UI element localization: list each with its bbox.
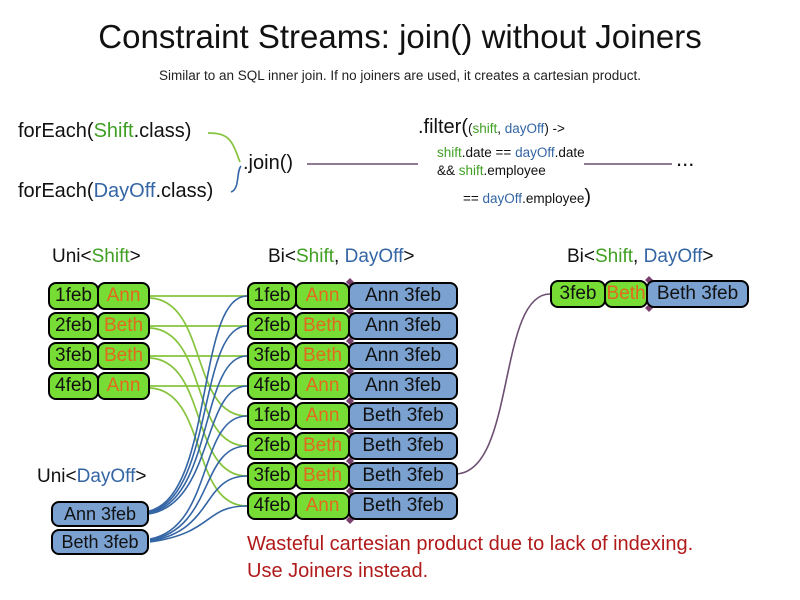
shift-employee: Beth bbox=[295, 312, 350, 340]
shift-date: 4feb bbox=[247, 372, 297, 400]
shift-employee: Beth bbox=[604, 280, 648, 308]
join-code: .join() bbox=[243, 152, 294, 174]
shift-date: 3feb bbox=[48, 342, 99, 370]
dayoff-cell: Ann 3feb bbox=[348, 282, 458, 310]
wire-ann-bi1 bbox=[148, 295, 248, 512]
dayoff-cell: Beth 3feb bbox=[348, 492, 458, 520]
shift-date: 4feb bbox=[247, 492, 297, 520]
header-bi-right: Bi<Shift, DayOff> bbox=[567, 246, 714, 267]
dayoff-cell: Beth 3feb bbox=[348, 462, 458, 490]
shift-employee: Beth bbox=[295, 342, 350, 370]
shift-employee: Beth bbox=[97, 312, 150, 340]
dayoff-cell: Ann 3feb bbox=[348, 372, 458, 400]
ellipsis-text: ... bbox=[676, 146, 695, 171]
wire-ann-bi2 bbox=[148, 325, 248, 513]
wire-ann-bi3 bbox=[148, 355, 248, 514]
shift-employee: Beth bbox=[97, 342, 150, 370]
brace-shift-to-join bbox=[207, 132, 241, 163]
shift-employee: Ann bbox=[295, 282, 350, 310]
filter-code-line3: && shift.employee bbox=[437, 163, 546, 178]
dayoff-cell: Beth 3feb bbox=[348, 402, 458, 430]
shift-date: 1feb bbox=[247, 402, 297, 430]
shift-employee: Beth bbox=[295, 462, 350, 490]
wire-beth-bi7 bbox=[149, 475, 248, 542]
uni-dayoff-box: Ann 3feb bbox=[51, 501, 149, 527]
shift-date: 2feb bbox=[247, 432, 297, 460]
shift-date: 3feb bbox=[247, 462, 297, 490]
header-bi-mid: Bi<Shift, DayOff> bbox=[268, 246, 415, 267]
wire-beth-bi6 bbox=[149, 445, 248, 541]
dayoff-cell: Beth 3feb bbox=[348, 432, 458, 460]
uni-dayoff-box: Beth 3feb bbox=[51, 529, 149, 555]
wire-shift1-bi5 bbox=[149, 297, 248, 417]
filter-code-line4: == dayOff.employee) bbox=[463, 186, 592, 208]
brace-dayoff-to-join bbox=[230, 165, 242, 193]
wire-bi7-result bbox=[454, 293, 551, 475]
wire-beth-bi8 bbox=[149, 505, 248, 543]
dayoff-cell: Beth 3feb bbox=[646, 280, 749, 308]
wire-shift3-bi7 bbox=[149, 357, 248, 477]
page-subtitle: Similar to an SQL inner join. If no join… bbox=[159, 68, 641, 83]
warning-note-line2: Use Joiners instead. bbox=[247, 560, 429, 582]
wire-beth-bi5 bbox=[149, 415, 248, 540]
shift-employee: Ann bbox=[295, 372, 350, 400]
foreach-shift-code: forEach(Shift.class) bbox=[18, 120, 192, 142]
foreach-dayoff-code: forEach(DayOff.class) bbox=[18, 180, 214, 202]
shift-date: 3feb bbox=[550, 280, 606, 308]
shift-date: 2feb bbox=[48, 312, 99, 340]
header-uni-shift: Uni<Shift> bbox=[52, 246, 141, 267]
shift-date: 1feb bbox=[247, 282, 297, 310]
wire-ann-bi4 bbox=[148, 385, 248, 515]
filter-code-line2: shift.date == dayOff.date bbox=[437, 145, 585, 160]
dayoff-cell: Ann 3feb bbox=[348, 312, 458, 340]
shift-employee: Ann bbox=[295, 402, 350, 430]
filter-code-line1: .filter((shift, dayOff) -> bbox=[418, 116, 565, 138]
shift-employee: Beth bbox=[295, 432, 350, 460]
shift-employee: Ann bbox=[97, 282, 150, 310]
shift-date: 1feb bbox=[48, 282, 99, 310]
shift-date: 3feb bbox=[247, 342, 297, 370]
shift-date: 2feb bbox=[247, 312, 297, 340]
wire-shift2-bi6 bbox=[149, 327, 248, 447]
dayoff-cell: Ann 3feb bbox=[348, 342, 458, 370]
warning-note-line1: Wasteful cartesian product due to lack o… bbox=[247, 533, 694, 555]
shift-employee: Ann bbox=[97, 372, 150, 400]
header-uni-dayoff: Uni<DayOff> bbox=[37, 466, 147, 487]
shift-date: 4feb bbox=[48, 372, 99, 400]
shift-employee: Ann bbox=[295, 492, 350, 520]
page-title: Constraint Streams: join() without Joine… bbox=[98, 18, 702, 55]
